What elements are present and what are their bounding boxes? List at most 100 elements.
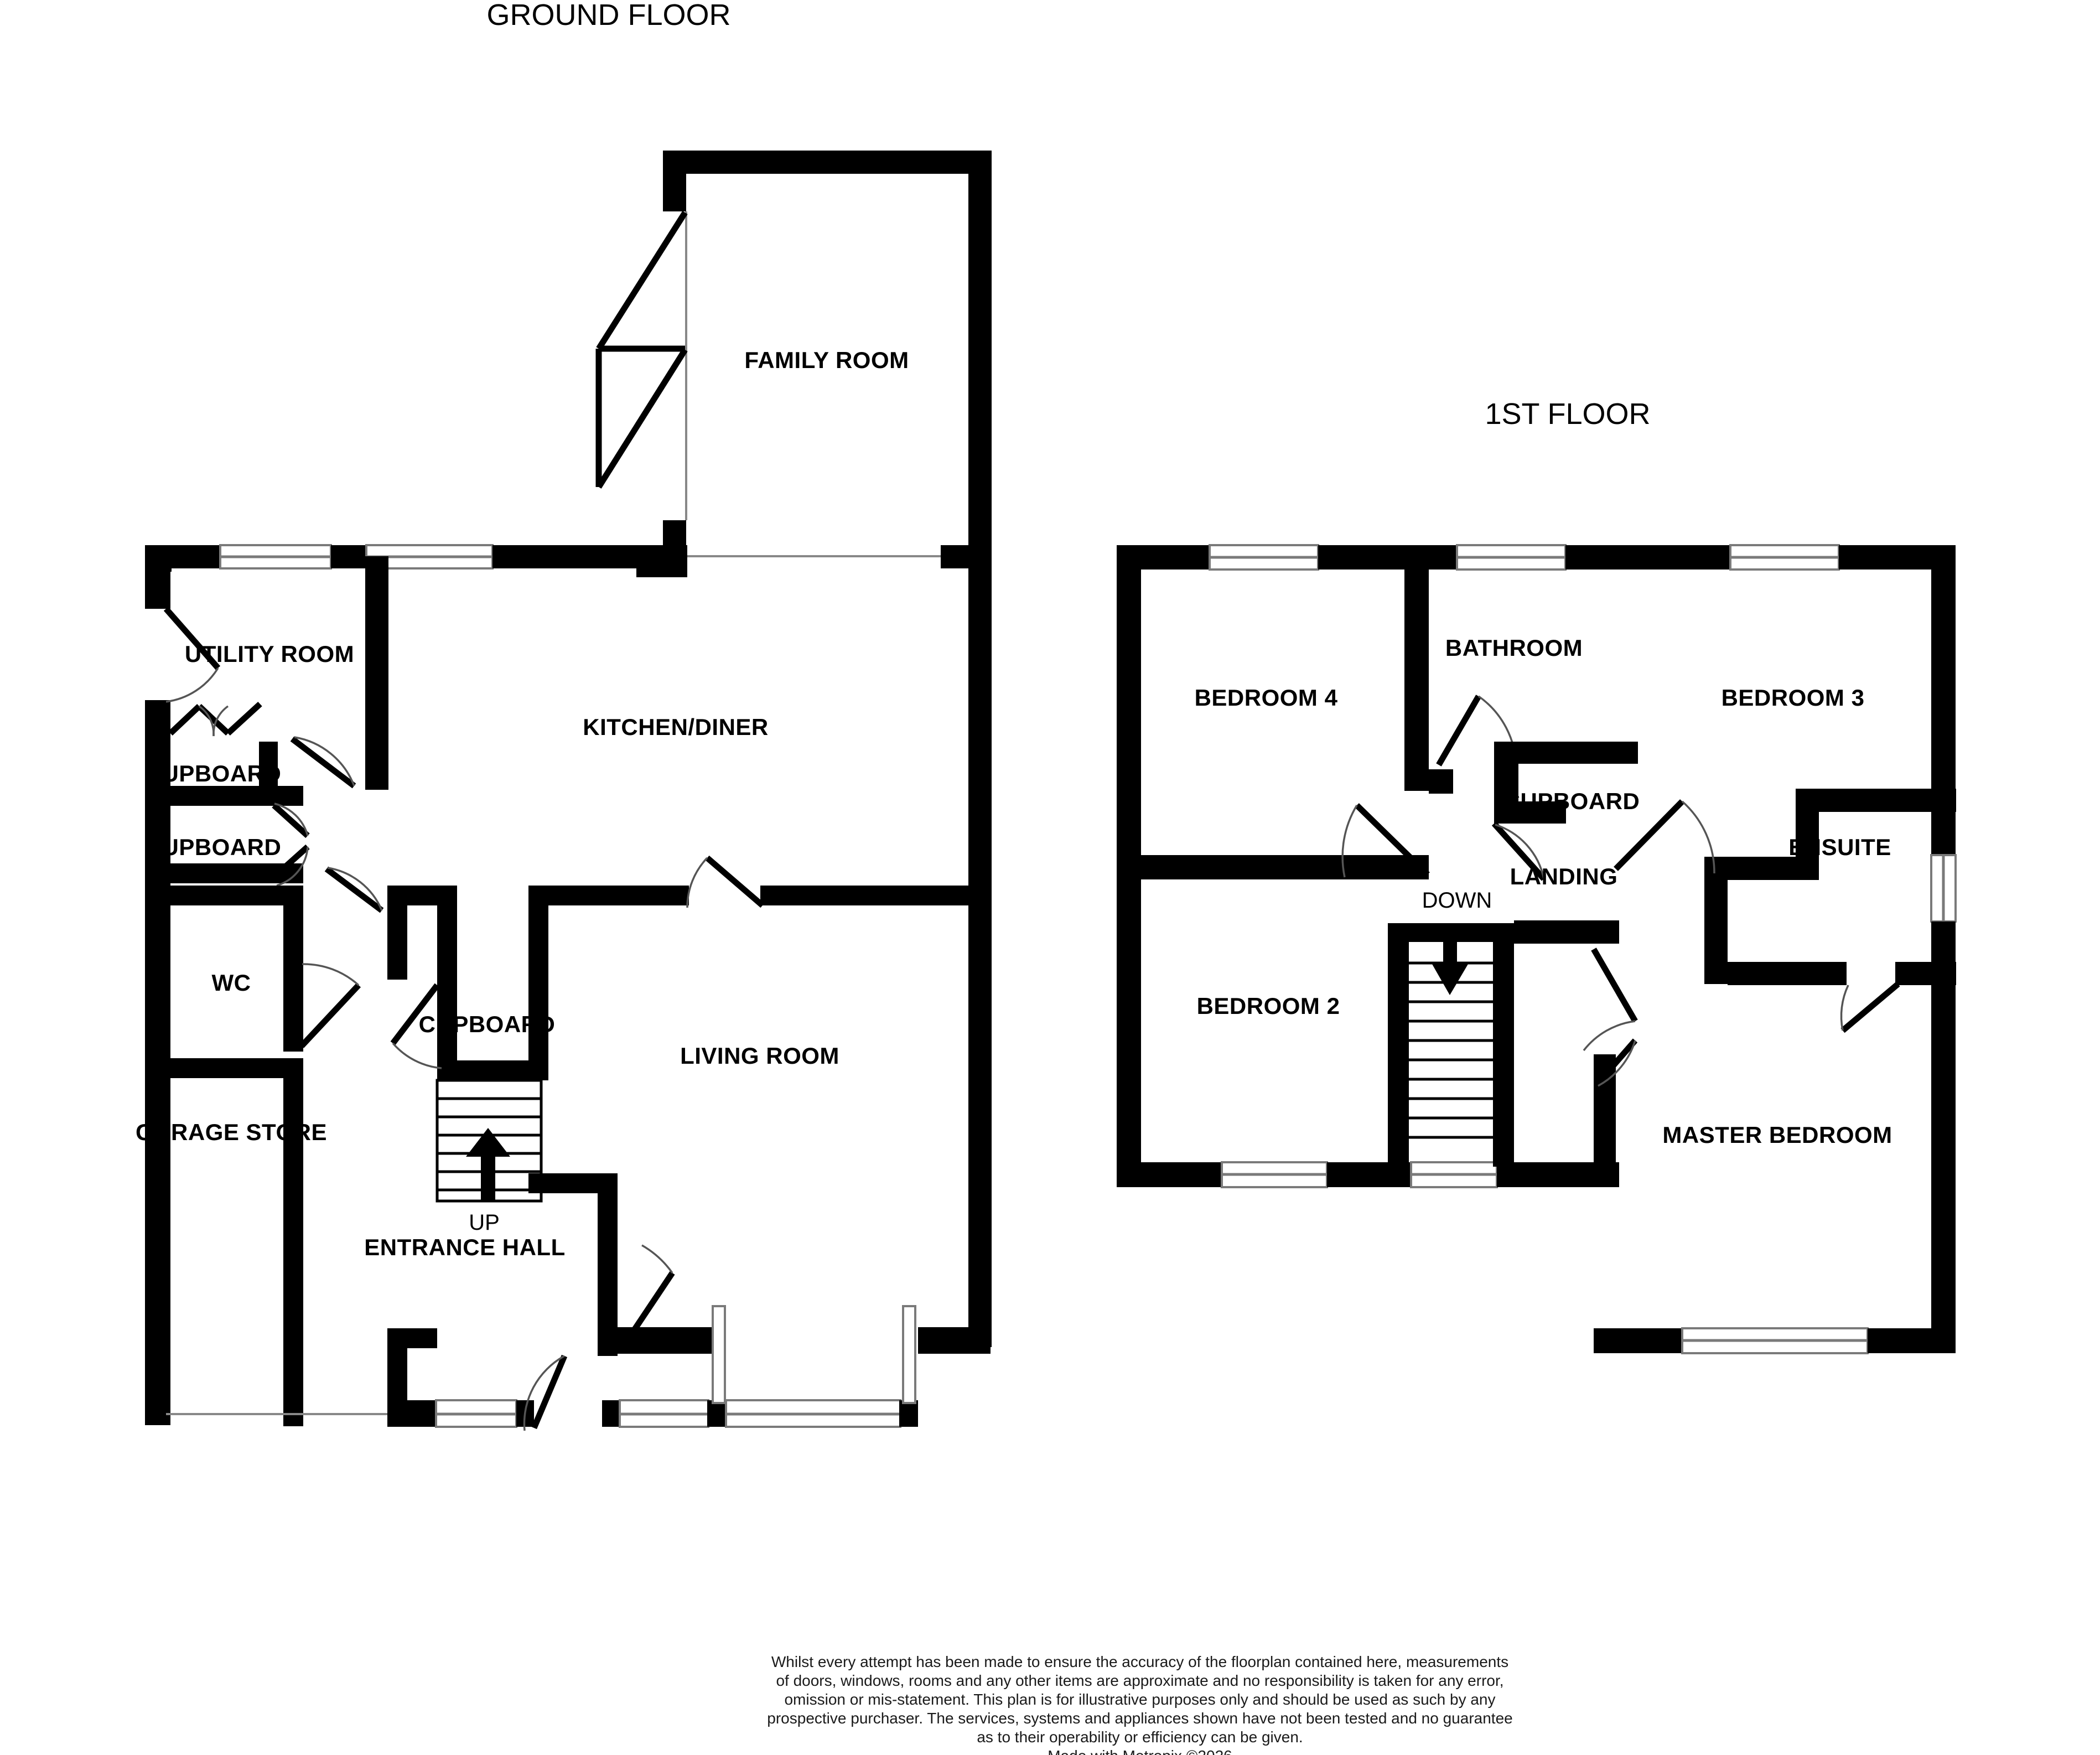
disclaimer-credit: Made with Metropix ©2026 xyxy=(1048,1747,1232,1755)
wall-family-top xyxy=(663,151,992,174)
wall-kitchen-top-c xyxy=(492,545,564,568)
room-label-bathroom: BATHROOM xyxy=(1445,635,1583,661)
wall-hall-bottom-stub xyxy=(387,1328,437,1348)
door-wc xyxy=(299,963,361,1048)
wall-utility-right xyxy=(365,556,388,789)
wall-ensuite-bottom-left xyxy=(1728,962,1847,985)
door-cupboard-3 xyxy=(390,983,442,1069)
wall-front-door-head xyxy=(618,1327,712,1354)
stair-direction-down: DOWN xyxy=(1422,888,1492,913)
wall-utility-top-b xyxy=(331,545,366,568)
wall-master-bottom-b xyxy=(1868,1328,1956,1353)
room-label-bedroom-2: BEDROOM 2 xyxy=(1197,993,1340,1019)
wall-cupboard3-right xyxy=(528,886,548,1080)
wall-front-pier-c xyxy=(602,1400,620,1427)
wall-bedroom3-bottom-right xyxy=(1796,789,1956,812)
room-label-entrance-hall: ENTRANCE HALL xyxy=(364,1234,565,1260)
room-label-bedroom-3: BEDROOM 3 xyxy=(1722,685,1865,711)
window-bedroom2-bottom xyxy=(1221,1161,1328,1188)
wall-garage-right xyxy=(283,1058,303,1426)
wall-cupboard-divider xyxy=(259,742,278,803)
staircase-ground xyxy=(435,1079,543,1203)
wall-cupboard1-bottom xyxy=(170,786,303,806)
wall-cupboard-ff-bottom xyxy=(1494,801,1566,824)
wall-front-left-pier xyxy=(409,1400,436,1427)
room-label-master-bedroom: MASTER BEDROOM xyxy=(1662,1122,1892,1148)
door-utility xyxy=(163,607,221,703)
wall-ff-top-c xyxy=(1565,545,1731,570)
door-cupboard-2 xyxy=(272,803,310,887)
door-cupboard-1 xyxy=(168,701,262,737)
wall-hall-right-lower xyxy=(598,1173,618,1356)
window-stair-bottom xyxy=(1410,1161,1498,1188)
staircase-first xyxy=(1388,923,1515,1167)
window-bedroom3-top xyxy=(1729,544,1840,571)
door-living-room xyxy=(686,855,765,908)
door-hall-to-utility xyxy=(290,736,356,789)
room-label-kitchen-diner: KITCHEN/DINER xyxy=(583,714,769,740)
first-floor-title: 1ST FLOOR xyxy=(1485,397,1650,431)
wall-left-bottom-corner xyxy=(145,1400,170,1425)
disclaimer-line-5: as to their operability or efficiency ca… xyxy=(977,1728,1303,1746)
ground-floor-plan: FAMILY ROOM xyxy=(136,151,992,1431)
wall-left-upper xyxy=(145,545,170,609)
wall-utility-right-foot xyxy=(365,767,388,790)
room-label-landing: LANDING xyxy=(1510,863,1618,889)
wall-bedroom4-right xyxy=(1404,570,1429,791)
wall-front-right-return xyxy=(918,1327,991,1354)
disclaimer-line-1: Whilst every attempt has been made to en… xyxy=(771,1653,1508,1670)
stair-direction-up: UP xyxy=(469,1210,500,1235)
wall-ff-left xyxy=(1117,545,1141,1187)
window-ensuite-right xyxy=(1930,854,1957,923)
wall-wc-bottom xyxy=(170,1058,303,1078)
disclaimer-line-2: of doors, windows, rooms and any other i… xyxy=(776,1672,1503,1689)
disclaimer-line-4: prospective purchaser. The services, sys… xyxy=(767,1710,1512,1727)
wall-living-top-right xyxy=(760,886,971,905)
wall-ensuite-bottom-right xyxy=(1895,962,1956,985)
disclaimer-line-3: omission or mis-statement. This plan is … xyxy=(784,1691,1495,1708)
window-bedroom4-top xyxy=(1209,544,1319,571)
room-label-ensuite: ENSUITE xyxy=(1788,834,1891,860)
wall-master-top-stub xyxy=(1514,920,1619,944)
door-bedroom-4 xyxy=(1341,803,1430,878)
wall-bathroom-pier xyxy=(1429,769,1453,794)
wall-stair-right xyxy=(1493,923,1514,1167)
wall-left-main xyxy=(145,700,170,1425)
window-bathroom-top xyxy=(1456,544,1567,571)
wall-wc-right xyxy=(283,886,303,1052)
room-label-cupboard-3: CUPBOARD xyxy=(419,1011,556,1037)
wall-bedroom4-bottom xyxy=(1141,855,1429,879)
window-utility-top xyxy=(219,544,332,570)
room-label-utility-room: UTILITY ROOM xyxy=(185,641,354,667)
window-front-bay xyxy=(619,1305,918,1428)
door-ensuite xyxy=(1840,981,1900,1033)
door-master-bedroom xyxy=(1583,948,1638,1087)
door-hall-lower xyxy=(324,866,384,913)
wall-master-right xyxy=(1931,988,1956,1353)
wall-master-left-bottom-return xyxy=(1514,1162,1619,1187)
door-cupboard-ff xyxy=(1491,821,1547,881)
wall-cupboard3-left xyxy=(437,886,457,1079)
wall-kitchen-top-d xyxy=(564,545,661,568)
wall-ensuite-right-upper xyxy=(1931,789,1956,855)
room-label-family-room: FAMILY ROOM xyxy=(744,347,909,373)
door-bedroom-3 xyxy=(1614,799,1715,874)
wall-ff-top-b xyxy=(1318,545,1465,570)
window-front-left xyxy=(435,1399,517,1428)
wall-living-top-left xyxy=(528,886,689,905)
ground-floor-title: GROUND FLOOR xyxy=(486,0,730,32)
wall-wc-top-dup xyxy=(170,886,303,905)
room-label-living-room: LIVING ROOM xyxy=(680,1043,839,1069)
room-label-cupboard-ff: CUPBOARD xyxy=(1503,788,1640,814)
room-label-cupboard-1: CUPBOARD xyxy=(145,760,282,786)
window-master-bottom xyxy=(1681,1327,1869,1354)
room-label-bedroom-4: BEDROOM 4 xyxy=(1195,685,1338,711)
room-label-cupboard-2: CUPBOARD xyxy=(145,834,282,860)
room-label-wc: WC xyxy=(212,970,251,996)
wall-bedroom2-bottom-a xyxy=(1117,1162,1222,1187)
door-porch xyxy=(523,1354,568,1431)
wall-master-bottom-a xyxy=(1594,1328,1682,1353)
wall-cupboard-ff-top xyxy=(1494,742,1638,764)
